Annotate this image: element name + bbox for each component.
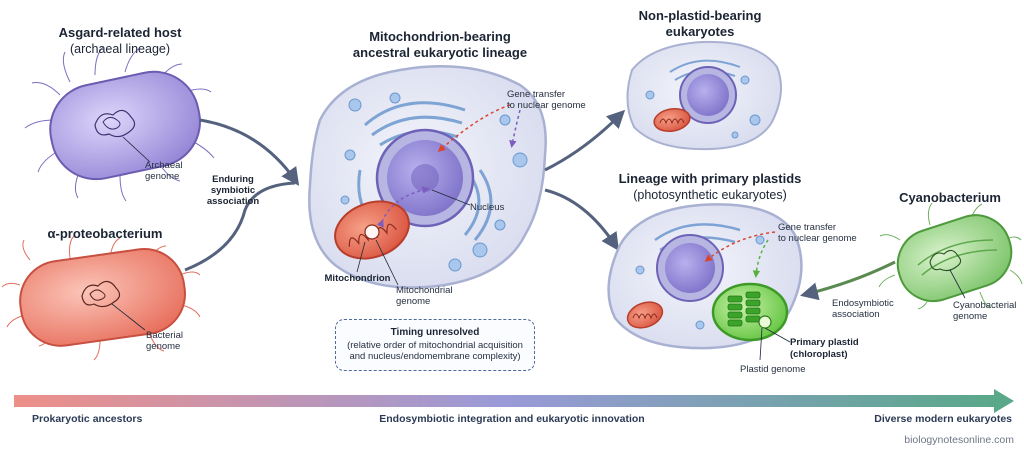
plastid-gene-transfer-1: Gene transfer [778, 222, 837, 233]
bacterium-title: α-proteobacterium [47, 226, 163, 241]
ancestor-to-plastid-arrow [544, 188, 619, 251]
primary-plastid [711, 282, 789, 342]
gene-transfer-arrow-purple [509, 109, 521, 148]
progression-axis [14, 389, 1014, 413]
alpha-proteobacterium-cell [1, 235, 201, 361]
asgard-host-cell [24, 46, 215, 202]
gene-transfer-arrow-red [437, 104, 511, 152]
non-plastid-eukaryote-cell [626, 40, 782, 151]
plastid-genome-label: Plastid genome [740, 364, 806, 375]
cyano-genome-label-1: Cyanobacterial [953, 300, 1017, 311]
bacterial-genome-label-2: genome [146, 341, 181, 352]
symbiosis-label-1: Enduring [212, 174, 254, 185]
timing-line-2: and nucleus/endomembrane complexity) [349, 351, 521, 362]
plastid-lineage-subtitle: (photosynthetic eukaryotes) [633, 188, 787, 202]
timing-unresolved-box [335, 319, 535, 371]
plastid-lineage-title: Lineage with primary plastids [618, 171, 802, 186]
plastid-lineage-cell [607, 203, 803, 361]
axis-label-right: Diverse modern eukaryotes [874, 413, 1012, 425]
timing-line-1: (relative order of mitochondrial acquisi… [347, 340, 523, 351]
axis-label-left: Prokaryotic ancestors [32, 413, 143, 425]
ancestor-to-nonplastid-arrow [544, 109, 626, 172]
archaeal-genome-label-1: Archaeal [145, 160, 183, 171]
timing-title: Timing unresolved [390, 327, 480, 338]
cyano-genome-label-2: genome [953, 311, 988, 322]
mito-genome-label-1: Mitochondrial [396, 285, 453, 296]
cyano-to-plastid-arrow [800, 260, 896, 301]
bacterium-to-ancestor-arrow [184, 181, 296, 272]
ancestral-eukaryotic-cell [308, 65, 547, 289]
non-plastid-title-2: eukaryotes [665, 24, 735, 39]
ancestral-gene-transfer-1: Gene transfer [507, 89, 566, 100]
symbiosis-label-2: symbiotic [210, 185, 256, 196]
plastid-gene-transfer-arrow-red [704, 231, 776, 262]
host-title: Asgard-related host [58, 25, 182, 40]
mito-genome-label-2: genome [396, 296, 431, 307]
cyanobacterium-cell [878, 202, 1023, 310]
plastid-gene-transfer-2: to nuclear genome [778, 233, 857, 244]
archaeal-genome-label-2: genome [145, 171, 180, 182]
non-plastid-title-1: Non-plastid-bearing [638, 8, 762, 23]
symbiosis-label-3: association [206, 196, 260, 207]
primary-plastid-label-2: (chloroplast) [790, 349, 848, 360]
mito-to-nucleus-transfer-arrow [376, 186, 430, 228]
cyanobacterium-title: Cyanobacterium [899, 190, 1001, 205]
bacterial-genome-label-1: Bacterial [146, 330, 183, 341]
mitochondrion-label: Mitochondrion [324, 273, 391, 284]
ancestral-title-2: ancestral eukaryotic lineage [352, 45, 528, 60]
primary-plastid-label-1: Primary plastid [790, 337, 859, 348]
credit-text: biologynotesonline.com [904, 434, 1014, 446]
host-to-ancestor-arrow [199, 118, 300, 186]
host-subtitle: (archaeal lineage) [69, 42, 171, 56]
endosymbiotic-label-2: association [832, 309, 880, 320]
nucleus-label: Nucleus [470, 202, 505, 213]
plastid-gene-transfer-arrow-green [752, 239, 769, 278]
ancestral-gene-transfer-2: to nuclear genome [507, 100, 586, 111]
ancestral-title-1: Mitochondrion-bearing [369, 29, 511, 44]
endosymbiotic-label-1: Endosymbiotic [832, 298, 894, 309]
axis-label-middle: Endosymbiotic integration and eukaryotic… [379, 413, 645, 425]
